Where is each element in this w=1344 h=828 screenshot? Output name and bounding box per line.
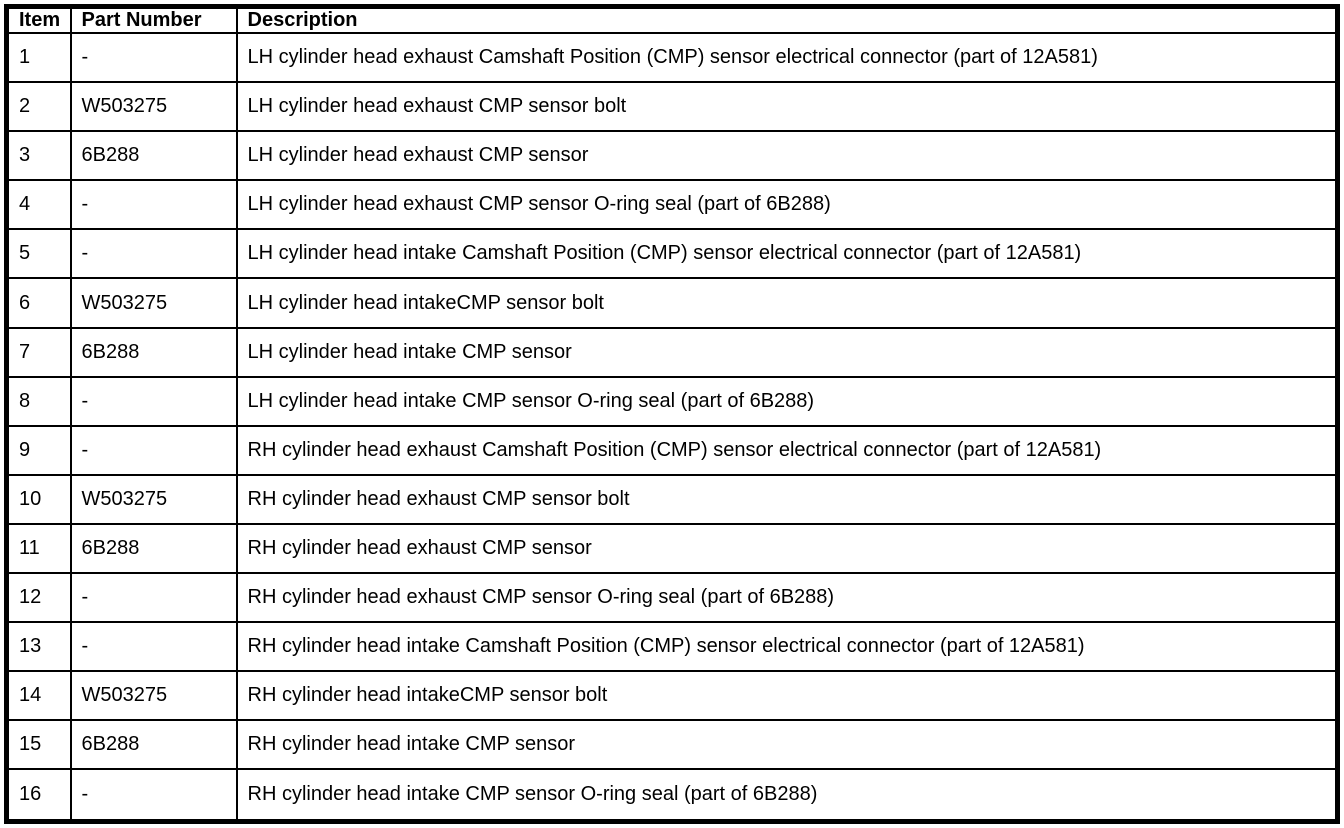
item-cell: 7: [5, 326, 72, 378]
item-cell: 8: [5, 375, 72, 427]
item-cell: 9: [5, 424, 72, 476]
header-row: Item Part Number Description: [5, 5, 1339, 34]
part-number-cell: -: [69, 768, 238, 823]
description-cell: RH cylinder head intake Camshaft Positio…: [235, 621, 1339, 673]
description-cell: RH cylinder head intakeCMP sensor bolt: [235, 670, 1339, 722]
header-part-number: Part Number: [69, 5, 238, 34]
table-row: 13 - RH cylinder head intake Camshaft Po…: [5, 621, 1339, 673]
table-row: 10 W503275 RH cylinder head exhaust CMP …: [5, 473, 1339, 525]
description-cell: RH cylinder head exhaust CMP sensor: [235, 522, 1339, 575]
part-number-cell: 6B288: [69, 326, 238, 378]
description-cell: LH cylinder head intake CMP sensor O-rin…: [235, 375, 1339, 427]
description-cell: LH cylinder head exhaust CMP sensor: [235, 130, 1339, 182]
part-number-cell: W503275: [69, 670, 238, 722]
part-number-cell: 6B288: [69, 130, 238, 182]
description-cell: RH cylinder head exhaust CMP sensor bolt: [235, 473, 1339, 525]
item-cell: 4: [5, 179, 72, 231]
description-cell: RH cylinder head intake CMP sensor O-rin…: [235, 768, 1339, 823]
part-number-cell: -: [69, 424, 238, 476]
description-cell: LH cylinder head intake Camshaft Positio…: [235, 228, 1339, 280]
table-row: 8 - LH cylinder head intake CMP sensor O…: [5, 375, 1339, 427]
item-cell: 12: [5, 572, 72, 624]
item-cell: 3: [5, 130, 72, 182]
item-cell: 14: [5, 670, 72, 722]
description-cell: RH cylinder head intake CMP sensor: [235, 719, 1339, 771]
part-number-cell: 6B288: [69, 522, 238, 575]
item-cell: 2: [5, 81, 72, 133]
parts-table-header: Item Part Number Description: [5, 5, 1339, 34]
description-cell: LH cylinder head intake CMP sensor: [235, 326, 1339, 378]
description-cell: LH cylinder head exhaust Camshaft Positi…: [235, 31, 1339, 84]
header-description: Description: [235, 5, 1339, 34]
part-number-cell: -: [69, 572, 238, 624]
description-cell: LH cylinder head exhaust CMP sensor O-ri…: [235, 179, 1339, 231]
table-row: 2 W503275 LH cylinder head exhaust CMP s…: [5, 81, 1339, 133]
description-cell: LH cylinder head intakeCMP sensor bolt: [235, 277, 1339, 329]
table-row: 5 - LH cylinder head intake Camshaft Pos…: [5, 228, 1339, 280]
table-row: 1 - LH cylinder head exhaust Camshaft Po…: [5, 31, 1339, 84]
item-cell: 13: [5, 621, 72, 673]
table-row: 3 6B288 LH cylinder head exhaust CMP sen…: [5, 130, 1339, 182]
part-number-cell: W503275: [69, 473, 238, 525]
item-cell: 16: [5, 768, 72, 823]
header-item: Item: [5, 5, 72, 34]
parts-table-body: 1 - LH cylinder head exhaust Camshaft Po…: [5, 31, 1339, 823]
table-row: 15 6B288 RH cylinder head intake CMP sen…: [5, 719, 1339, 771]
part-number-cell: -: [69, 31, 238, 84]
part-number-cell: -: [69, 375, 238, 427]
part-number-cell: W503275: [69, 81, 238, 133]
table-row: 4 - LH cylinder head exhaust CMP sensor …: [5, 179, 1339, 231]
item-cell: 10: [5, 473, 72, 525]
part-number-cell: -: [69, 179, 238, 231]
item-cell: 5: [5, 228, 72, 280]
item-cell: 1: [5, 31, 72, 84]
table-row: 7 6B288 LH cylinder head intake CMP sens…: [5, 326, 1339, 378]
item-cell: 11: [5, 522, 72, 575]
description-cell: RH cylinder head exhaust CMP sensor O-ri…: [235, 572, 1339, 624]
table-row: 12 - RH cylinder head exhaust CMP sensor…: [5, 572, 1339, 624]
parts-table: Item Part Number Description 1 - LH cyli…: [4, 4, 1340, 824]
table-row: 9 - RH cylinder head exhaust Camshaft Po…: [5, 424, 1339, 476]
part-number-cell: 6B288: [69, 719, 238, 771]
item-cell: 6: [5, 277, 72, 329]
table-row: 16 - RH cylinder head intake CMP sensor …: [5, 768, 1339, 823]
description-cell: RH cylinder head exhaust Camshaft Positi…: [235, 424, 1339, 476]
part-number-cell: -: [69, 228, 238, 280]
part-number-cell: W503275: [69, 277, 238, 329]
table-row: 14 W503275 RH cylinder head intakeCMP se…: [5, 670, 1339, 722]
description-cell: LH cylinder head exhaust CMP sensor bolt: [235, 81, 1339, 133]
table-row: 6 W503275 LH cylinder head intakeCMP sen…: [5, 277, 1339, 329]
part-number-cell: -: [69, 621, 238, 673]
item-cell: 15: [5, 719, 72, 771]
table-row: 11 6B288 RH cylinder head exhaust CMP se…: [5, 522, 1339, 575]
